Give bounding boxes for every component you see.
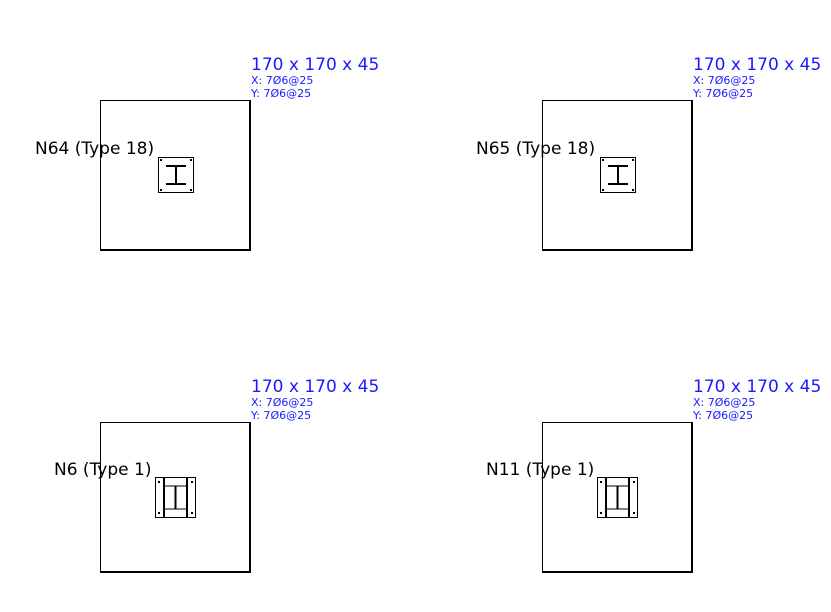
footing-outline <box>100 100 251 251</box>
column-type-1-icon <box>155 477 196 518</box>
rebar-x: X: 7Ø6@25 <box>251 74 314 87</box>
column-type-18-icon <box>158 157 194 193</box>
rebar-y: Y: 7Ø6@25 <box>693 87 754 100</box>
footing-dimensions: 170 x 170 x 45 X: 7Ø6@25 Y: 7Ø6@25 <box>251 55 380 101</box>
node-label: N65 (Type 18) <box>476 139 596 159</box>
node-label: N64 (Type 18) <box>35 139 155 159</box>
rebar-y: Y: 7Ø6@25 <box>693 409 754 422</box>
footing-size: 170 x 170 x 45 <box>251 55 380 75</box>
rebar-y: Y: 7Ø6@25 <box>251 409 312 422</box>
footing-size: 170 x 170 x 45 <box>693 55 822 75</box>
footing-outline <box>100 422 251 573</box>
footing-size: 170 x 170 x 45 <box>251 377 380 397</box>
rebar-y: Y: 7Ø6@25 <box>251 87 312 100</box>
column-type-1-icon <box>597 477 638 518</box>
column-type-18-icon <box>600 157 636 193</box>
footing-size: 170 x 170 x 45 <box>693 377 822 397</box>
rebar-x: X: 7Ø6@25 <box>251 396 314 409</box>
node-label: N11 (Type 1) <box>486 460 595 480</box>
rebar-x: X: 7Ø6@25 <box>693 396 756 409</box>
footing-dimensions: 170 x 170 x 45 X: 7Ø6@25 Y: 7Ø6@25 <box>693 55 822 101</box>
footing-outline <box>542 422 693 573</box>
footing-dimensions: 170 x 170 x 45 X: 7Ø6@25 Y: 7Ø6@25 <box>693 377 822 423</box>
footing-dimensions: 170 x 170 x 45 X: 7Ø6@25 Y: 7Ø6@25 <box>251 377 380 423</box>
node-label: N6 (Type 1) <box>54 460 152 480</box>
footing-outline <box>542 100 693 251</box>
rebar-x: X: 7Ø6@25 <box>693 74 756 87</box>
